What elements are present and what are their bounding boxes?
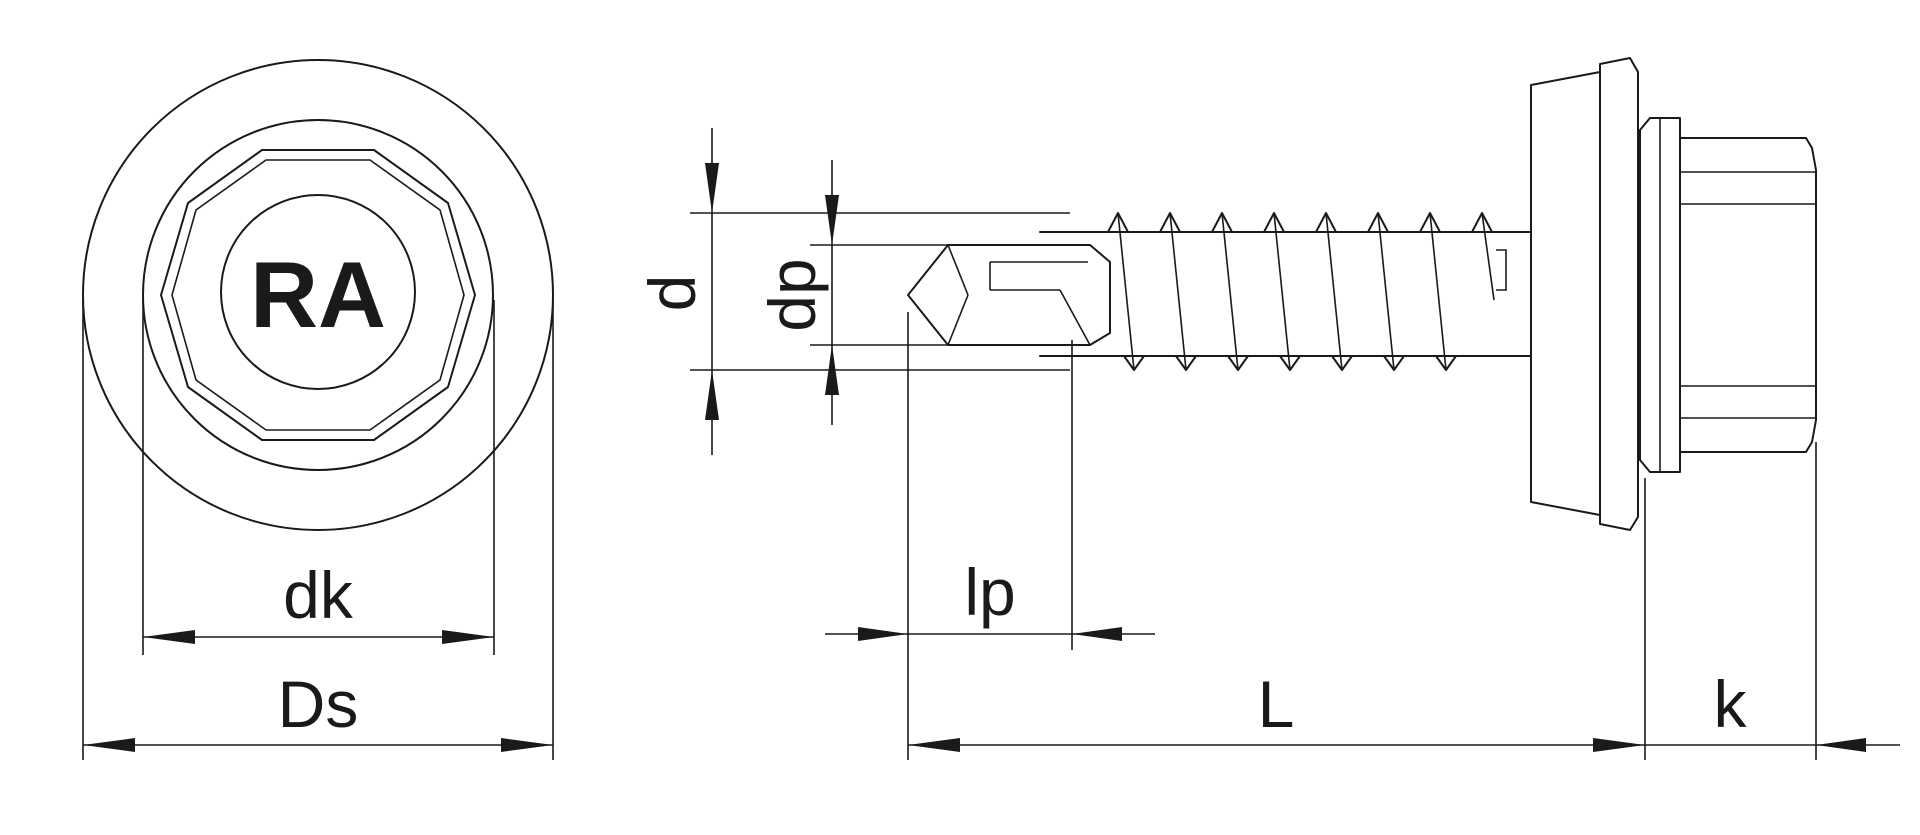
head-marking-text: RA xyxy=(250,242,386,347)
lp-label: lp xyxy=(964,555,1015,629)
k-label: k xyxy=(1714,667,1748,741)
L-label: L xyxy=(1258,667,1295,741)
sealing-washer-outline xyxy=(82,59,554,531)
hex-head-side xyxy=(1639,117,1817,473)
dp-label: dp xyxy=(755,258,829,331)
sealing-washer xyxy=(1530,57,1639,531)
Ds-label: Ds xyxy=(278,667,359,741)
hex-head-outer xyxy=(160,149,476,441)
head-top-view: RA dk Ds xyxy=(82,59,554,760)
dk-label: dk xyxy=(283,558,354,632)
d-label: d xyxy=(635,275,709,312)
thread xyxy=(1107,212,1507,371)
drill-point xyxy=(907,244,1111,346)
marking-circle xyxy=(220,194,416,390)
flange-outline xyxy=(142,119,494,471)
screw-side-view: d dp lp L k xyxy=(635,57,1900,760)
drill-tip xyxy=(907,244,1111,346)
hex-head-inner xyxy=(171,159,465,431)
